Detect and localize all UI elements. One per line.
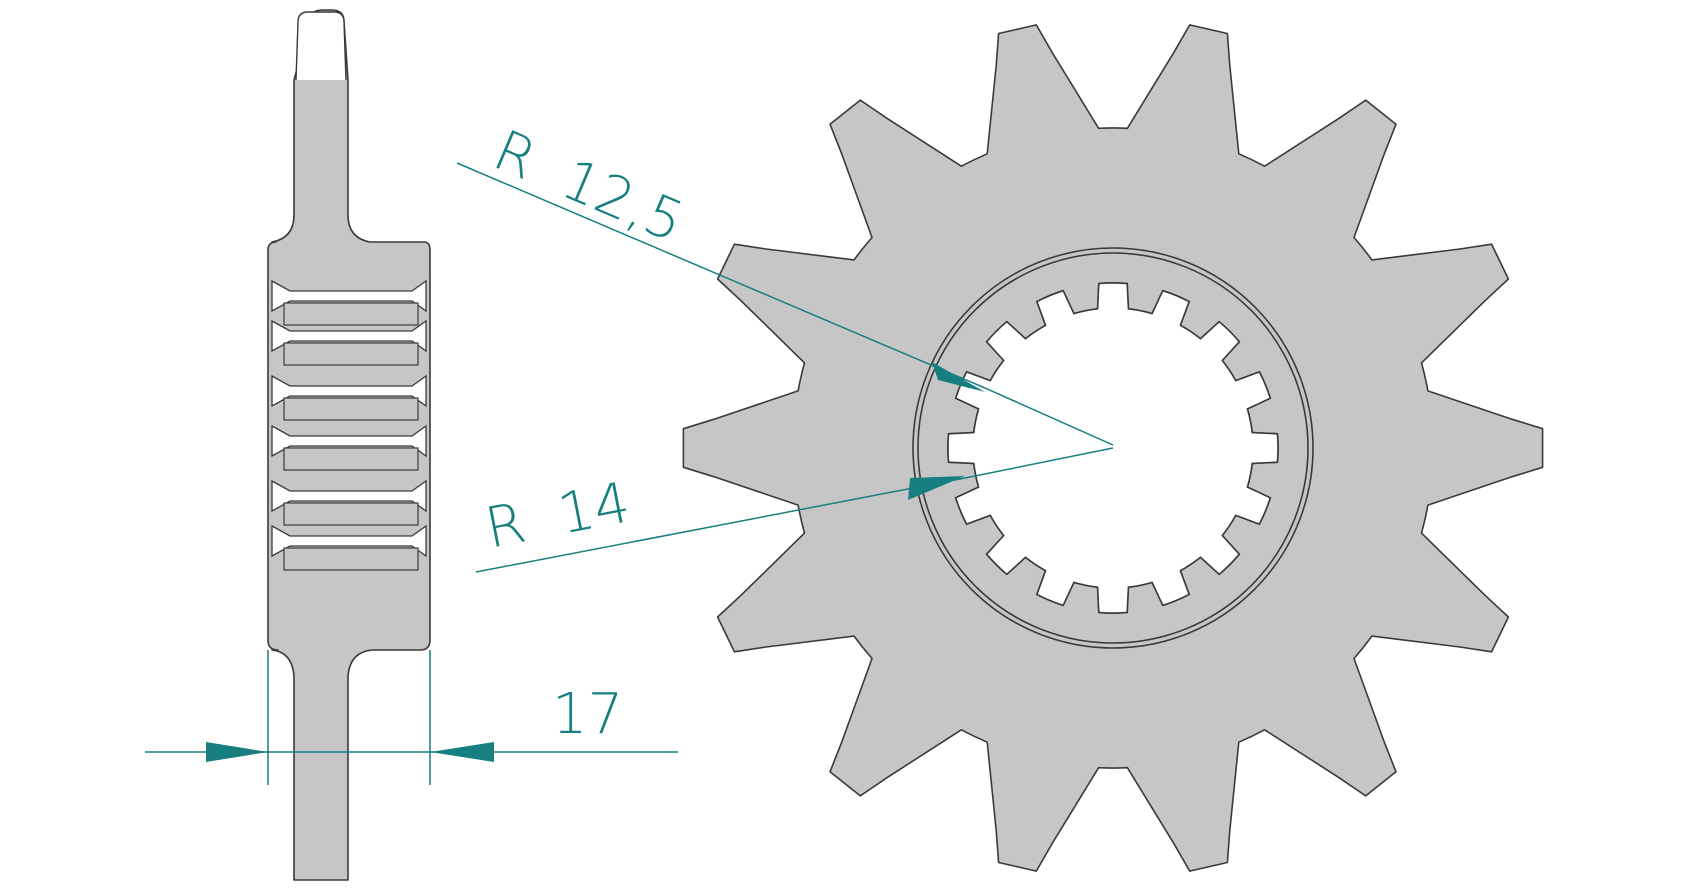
r14-label: R 14 — [480, 470, 635, 562]
radius-dimensions: R 12,5 R 14 — [456, 118, 1114, 573]
r12-5-label: R 12,5 — [485, 118, 693, 255]
thickness-dimension: 17 — [145, 650, 678, 785]
leader-r12-5-to-center — [984, 387, 1114, 446]
r12-5-symbol: R — [485, 118, 546, 193]
spline-groove — [271, 374, 427, 408]
spline-groove — [271, 424, 427, 458]
spline-groove — [271, 524, 427, 558]
hub-ring-outer — [912, 247, 1314, 649]
r14-value: 14 — [553, 470, 635, 547]
leader-r12-5 — [456, 162, 986, 389]
leader-r14 — [475, 477, 966, 573]
front-view — [682, 24, 1544, 872]
spline-groove-face — [283, 397, 419, 421]
leader-r14-to-center — [964, 447, 1114, 479]
arrowhead-right — [430, 742, 494, 762]
r14-symbol: R — [480, 491, 531, 562]
spline-groove-face — [283, 502, 419, 526]
thickness-label: 17 — [552, 682, 623, 747]
spline-groove-face — [283, 447, 419, 471]
spline-groove-face — [283, 302, 419, 326]
arrowhead-r12-5 — [932, 362, 985, 392]
arrowhead-left — [206, 742, 268, 762]
arrowhead-r14 — [908, 476, 965, 500]
r12-5-value: 12,5 — [553, 147, 693, 256]
spline-groove-face — [283, 547, 419, 571]
spline-groove — [271, 319, 427, 353]
side-view — [267, 9, 431, 881]
spline-groove-face — [283, 342, 419, 366]
spline-groove — [271, 279, 427, 313]
hub-ring-inner — [917, 252, 1309, 644]
side-view-tooth-tip — [295, 11, 347, 81]
spline-groove — [271, 479, 427, 513]
spline-grooves — [271, 279, 427, 571]
